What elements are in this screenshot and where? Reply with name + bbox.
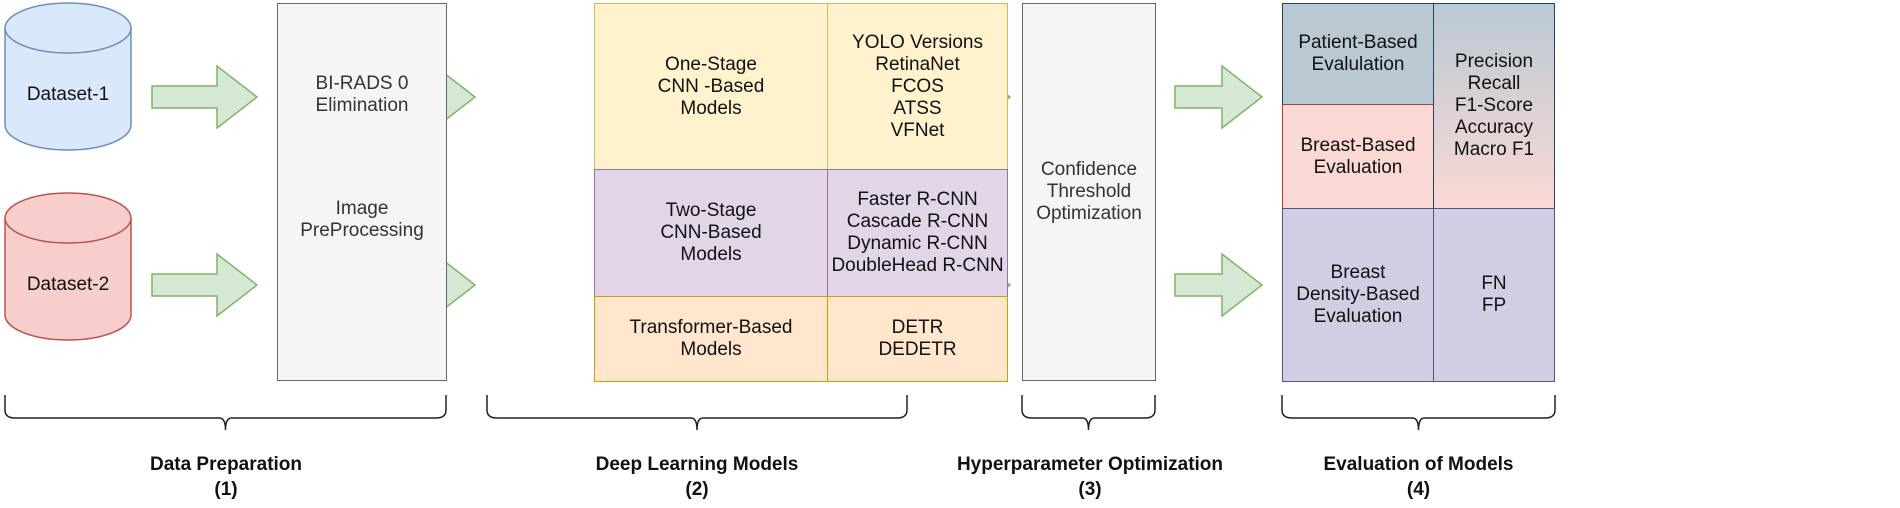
one-stage-category: One-Stage CNN -Based Models <box>594 3 828 170</box>
stage-2-label: Deep Learning Models (2) <box>595 454 799 500</box>
dataset-2-label: Dataset-2 <box>26 274 110 295</box>
density-metrics: FN FP <box>1433 208 1555 382</box>
stage-1-label: Data Preparation (1) <box>149 454 303 500</box>
evaluation-metrics: Precision Recall F1-Score Accuracy Macro… <box>1433 3 1555 209</box>
curly-brace-icon <box>486 395 908 431</box>
right-arrow-icon <box>1174 64 1264 130</box>
image-preprocessing-text: Image PreProcessing <box>300 198 424 241</box>
two-stage-models: Faster R-CNN Cascade R-CNN Dynamic R-CNN… <box>827 169 1008 297</box>
curly-brace-icon <box>4 395 447 431</box>
birads-elimination-text: BI-RADS 0 Elimination <box>315 73 409 116</box>
transformer-models: DETR DEDETR <box>827 296 1008 382</box>
density-based-evaluation: Breast Density-Based Evaluation <box>1282 208 1434 382</box>
dataset-1-label: Dataset-1 <box>26 84 110 105</box>
one-stage-models: YOLO Versions RetinaNet FCOS ATSS VFNet <box>827 3 1008 170</box>
stage-4-label: Evaluation of Models (4) <box>1323 454 1514 500</box>
curly-brace-icon <box>1021 395 1156 431</box>
two-stage-category: Two-Stage CNN-Based Models <box>594 169 828 297</box>
patient-based-evaluation: Patient-Based Evalulation <box>1282 3 1434 105</box>
breast-based-evaluation: Breast-Based Evaluation <box>1282 104 1434 209</box>
curly-brace-icon <box>1281 395 1556 431</box>
dataset-1-cylinder-icon <box>4 2 132 151</box>
right-arrow-icon <box>151 64 259 130</box>
dataset-2-cylinder-icon <box>4 192 132 341</box>
transformer-category: Transformer-Based Models <box>594 296 828 382</box>
preprocessing-box <box>277 3 447 381</box>
stage-3-label: Hyperparameter Optimization (3) <box>956 454 1224 500</box>
right-arrow-icon <box>151 252 259 318</box>
confidence-threshold-box: Confidence Threshold Optimization <box>1022 3 1156 381</box>
right-arrow-icon <box>1174 252 1264 318</box>
